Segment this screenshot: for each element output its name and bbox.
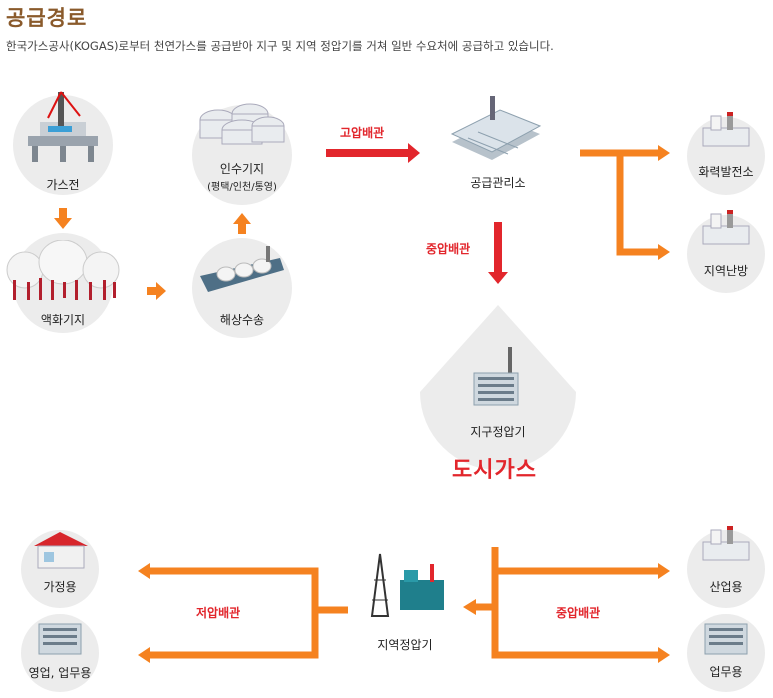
thermal-plant-label: 화력발전소 [698,165,754,179]
commercial-label: 영업, 업무용 [28,666,92,680]
terminal-sublabel: (평택/인천/통영) [207,182,277,193]
household-label: 가정용 [43,580,77,594]
supply-office-icon [450,96,542,160]
commercial-icon [38,623,82,655]
medium-pressure-label-bottom: 중압배관 [556,606,601,620]
industrial-icon [702,526,750,561]
liquefaction-icon [6,240,120,300]
shipping-label: 해상수송 [219,313,265,327]
district-heating-label: 지역난방 [703,264,749,278]
business-label: 업무용 [709,665,743,679]
medium-pressure-label-top: 중압배관 [426,242,471,256]
terminal-icon [199,103,285,145]
business-icon [704,623,748,655]
page-title: 공급경로 [6,6,88,30]
low-pressure-label: 저압배관 [196,606,241,620]
district-regulator-icon [473,347,519,406]
gas-field-label: 가스전 [46,178,80,192]
district-heating-icon [702,210,750,245]
gas-field-icon [28,91,98,162]
regional-regulator-icon [370,553,444,617]
high-pressure-label: 고압배관 [340,126,385,140]
liquefaction-label: 액화기지 [40,313,86,327]
industrial-label: 산업용 [709,580,743,594]
thermal-plant-icon [702,112,750,147]
page-subtitle: 한국가스공사(KOGAS)로부터 천연가스를 공급받아 지구 및 지역 정압기를… [6,39,554,53]
terminal-label: 인수기지 [219,162,265,176]
ship-icon [200,246,284,292]
regional-regulator-label: 지역정압기 [377,638,433,652]
household-icon [34,532,88,569]
district-regulator-label: 지구정압기 [470,425,526,439]
city-gas-label: 도시가스 [452,458,537,483]
supply-office-label: 공급관리소 [470,176,526,190]
